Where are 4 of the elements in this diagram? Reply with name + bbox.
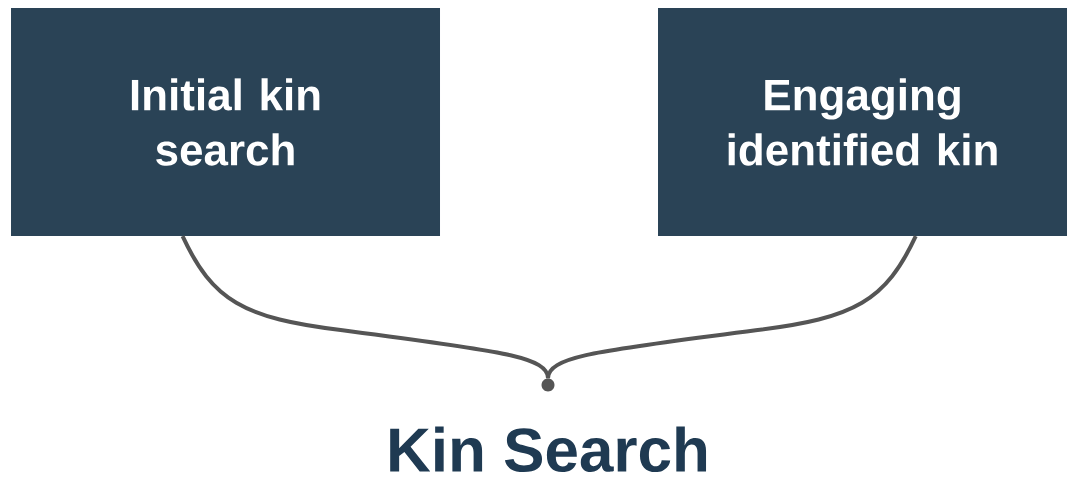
heading: Kin Search xyxy=(390,426,707,473)
process-box: Engaging identified kin xyxy=(658,8,1067,236)
brace-line xyxy=(546,235,918,379)
process-box: Initial kin search xyxy=(11,8,440,236)
